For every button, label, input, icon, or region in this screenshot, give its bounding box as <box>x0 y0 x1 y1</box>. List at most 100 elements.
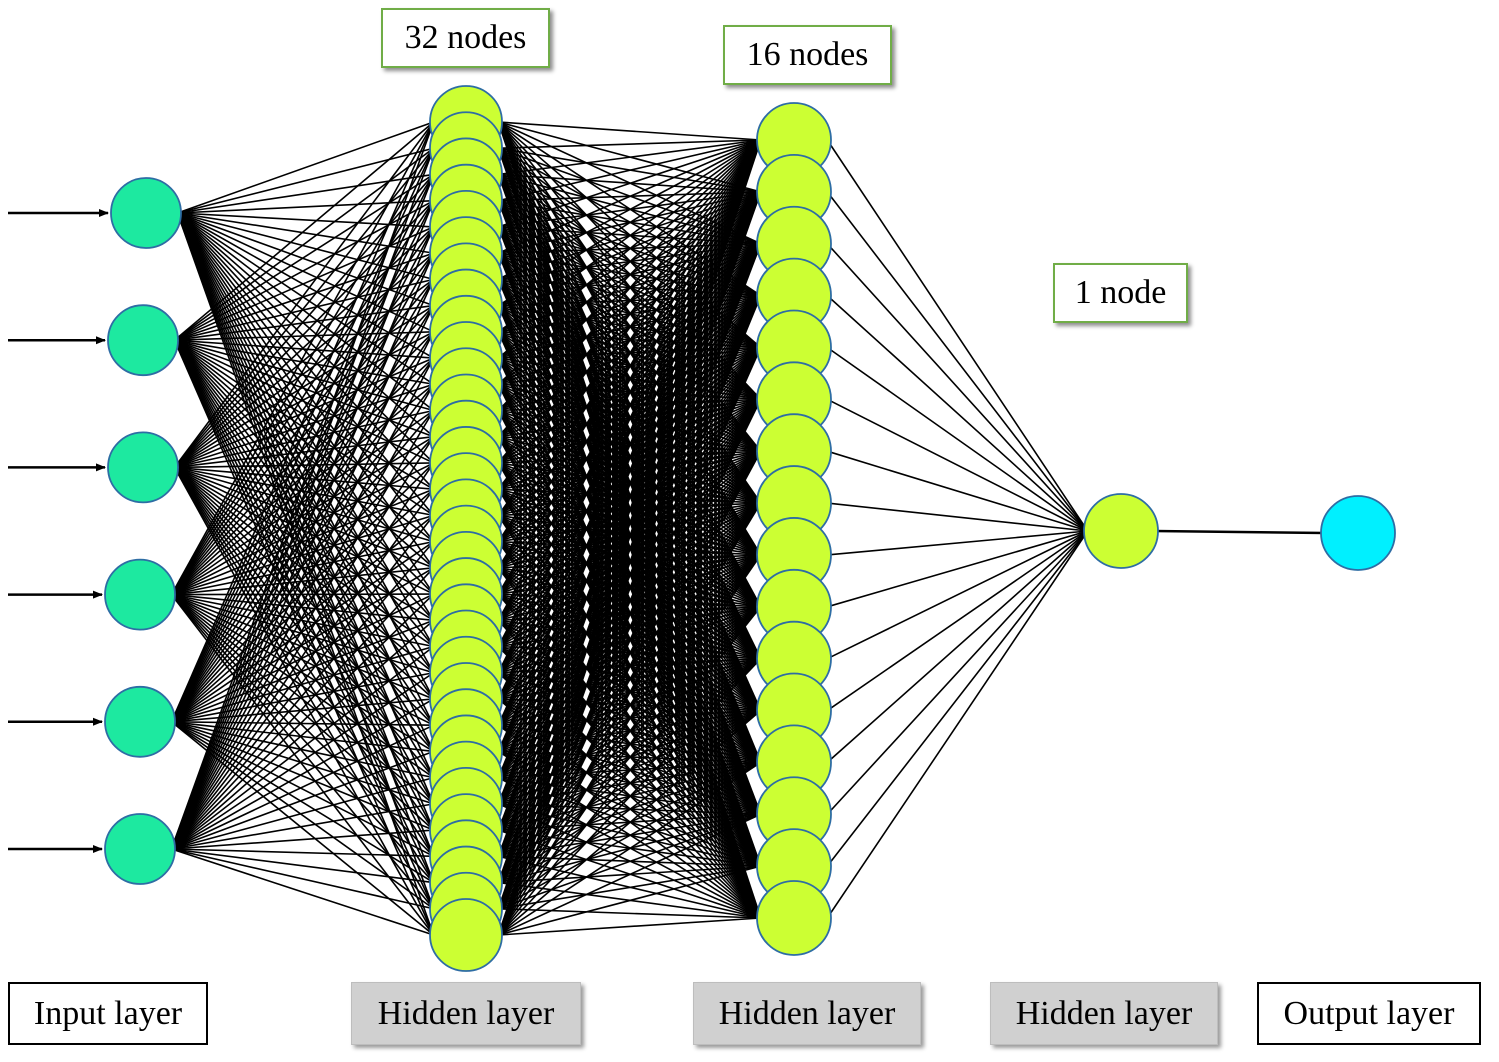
connection-input-2-hidden1-1 <box>173 121 435 341</box>
connection-hidden1-18-hidden2-1 <box>497 139 762 569</box>
hidden1-node-32 <box>429 898 503 972</box>
connection-input-1-hidden1-6 <box>177 212 434 254</box>
connection-hidden2-3-hidden3-1 <box>826 243 1089 532</box>
hidden-layer-1-node-count: 32 nodes <box>381 8 550 68</box>
connection-input-6-hidden1-1 <box>170 121 435 850</box>
connection-hidden1-32-hidden2-10 <box>497 606 762 936</box>
connection-input-3-hidden1-12 <box>174 409 434 469</box>
hidden-layer-2-node-count: 16 nodes <box>723 25 892 85</box>
connection-hidden2-4-hidden3-1 <box>826 295 1089 532</box>
connection-hidden2-13-hidden3-1 <box>826 530 1089 763</box>
connection-hidden1-23-hidden2-1 <box>497 139 762 700</box>
connection-input-6-hidden1-11 <box>170 383 435 850</box>
connection-hidden1-19-hidden2-1 <box>497 139 762 595</box>
connection-input-6-hidden1-7 <box>170 279 435 850</box>
connection-hidden1-31-hidden2-1 <box>497 139 762 910</box>
connection-input-6-hidden1-14 <box>170 462 435 850</box>
hidden-layer-3-node-count: 1 node <box>1053 263 1188 323</box>
connection-hidden1-10-hidden2-1 <box>497 139 762 359</box>
connection-input-6-hidden1-24 <box>171 724 434 850</box>
connection-input-6-hidden1-25 <box>171 750 434 850</box>
connection-hidden1-31-hidden2-3 <box>497 243 762 910</box>
connection-hidden2-2-hidden3-1 <box>826 191 1089 532</box>
connection-hidden1-31-hidden2-4 <box>497 295 762 910</box>
input-node-4 <box>104 558 176 631</box>
connection-input-6-hidden1-8 <box>170 305 435 850</box>
connection-hidden2-9-hidden3-1 <box>827 530 1088 556</box>
input-node-1 <box>110 177 182 249</box>
connection-hidden1-15-hidden2-1 <box>497 139 762 490</box>
connection-hidden1-25-hidden2-1 <box>497 139 762 752</box>
connection-input-6-hidden1-21 <box>171 645 435 850</box>
connection-input-6-hidden1-23 <box>171 698 434 850</box>
connection-hidden1-29-hidden2-1 <box>497 139 762 857</box>
connection-input-6-hidden1-15 <box>170 488 435 850</box>
input-node-6 <box>104 813 176 885</box>
connection-input-6-hidden1-17 <box>170 541 435 850</box>
connection-input-4-hidden1-1 <box>170 121 435 595</box>
connection-hidden1-31-hidden2-8 <box>497 502 762 910</box>
connection-input-3-hidden1-15 <box>174 466 434 490</box>
connection-hidden1-3-hidden2-1 <box>498 139 761 176</box>
connection-hidden1-9-hidden2-1 <box>497 139 762 333</box>
connection-hidden1-32-hidden2-5 <box>497 347 762 936</box>
connection-hidden1-22-hidden2-1 <box>497 139 762 674</box>
input-node-3 <box>107 431 179 504</box>
connection-input-3-hidden1-9 <box>174 331 434 469</box>
output-node-1 <box>1320 495 1396 571</box>
connection-hidden2-16-hidden3-1 <box>826 530 1089 919</box>
connection-hidden1-14-hidden2-1 <box>497 139 762 464</box>
connection-hidden1-32-hidden2-6 <box>497 398 762 936</box>
hidden-layer-1-label: Hidden layer <box>351 982 581 1045</box>
input-layer-label: Input layer <box>8 982 208 1045</box>
connection-input-6-hidden1-16 <box>170 514 435 850</box>
connection-hidden1-21-hidden2-1 <box>497 139 762 647</box>
connection-hidden2-11-hidden3-1 <box>826 530 1089 660</box>
connection-hidden1-6-hidden2-1 <box>498 139 762 254</box>
connection-hidden1-31-hidden2-9 <box>497 554 762 910</box>
hidden3-node-1 <box>1083 493 1159 569</box>
connection-hidden1-5-hidden2-1 <box>498 139 761 228</box>
connection-input-4-hidden1-19 <box>171 593 434 596</box>
connection-input-3-hidden1-8 <box>174 304 435 469</box>
connection-hidden1-31-hidden2-11 <box>497 658 762 910</box>
connection-input-1-hidden1-5 <box>177 212 434 228</box>
connection-input-1-hidden1-3 <box>177 173 434 214</box>
connection-input-6-hidden1-13 <box>170 436 435 850</box>
connections <box>170 121 1325 936</box>
connection-hidden1-8-hidden2-1 <box>497 139 762 307</box>
input-node-2 <box>107 304 179 377</box>
connection-hidden1-32-hidden2-16 <box>498 917 761 936</box>
connection-input-6-hidden1-5 <box>170 226 435 850</box>
hidden-layer-3-label: Hidden layer <box>990 982 1218 1045</box>
connection-hidden1-31-hidden2-7 <box>497 450 762 910</box>
connection-hidden1-31-hidden2-5 <box>497 347 762 910</box>
connection-hidden1-12-hidden2-1 <box>497 139 762 412</box>
connection-hidden1-31-hidden2-16 <box>498 907 761 919</box>
input-node-5 <box>104 685 176 758</box>
connection-input-6-hidden1-19 <box>170 593 435 850</box>
connection-hidden1-1-hidden2-1 <box>498 121 761 141</box>
connection-hidden1-32-hidden2-8 <box>497 502 762 936</box>
connection-hidden1-28-hidden2-1 <box>497 139 762 831</box>
connection-input-6-hidden1-6 <box>170 252 435 850</box>
connection-hidden1-32-hidden2-4 <box>497 295 762 936</box>
connection-input-6-hidden1-29 <box>171 848 434 858</box>
connection-hidden1-27-hidden2-1 <box>497 139 762 805</box>
connection-hidden2-1-hidden3-1 <box>826 139 1089 532</box>
connection-hidden1-13-hidden2-1 <box>497 139 762 438</box>
output-layer-label: Output layer <box>1257 982 1481 1045</box>
connection-input-6-hidden1-28 <box>171 829 434 850</box>
connection-input-6-hidden1-22 <box>171 672 435 850</box>
connection-hidden1-32-hidden2-15 <box>498 865 761 936</box>
connection-input-6-hidden1-20 <box>170 619 435 850</box>
connection-hidden1-32-hidden2-13 <box>497 761 762 936</box>
connection-input-6-hidden1-10 <box>170 357 435 850</box>
connection-hidden1-32-hidden2-14 <box>498 813 762 936</box>
connection-hidden1-31-hidden2-10 <box>497 606 762 910</box>
connection-hidden1-2-hidden2-1 <box>498 139 761 150</box>
connection-input-6-hidden1-30 <box>171 848 434 884</box>
connection-input-3-hidden1-11 <box>174 383 434 469</box>
connection-hidden1-7-hidden2-1 <box>498 139 762 281</box>
